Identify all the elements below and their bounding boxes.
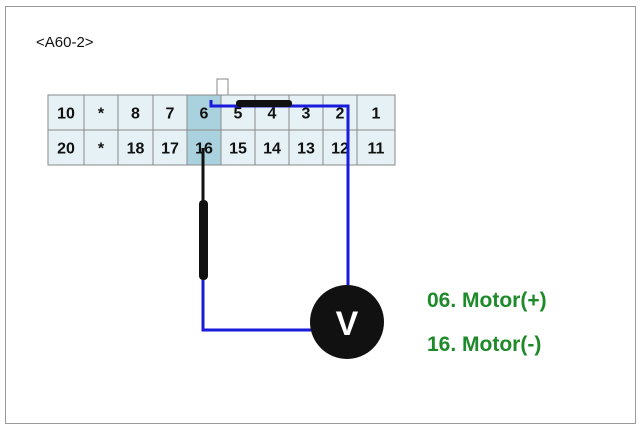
pin-label: * bbox=[98, 141, 105, 158]
pin-label: 20 bbox=[57, 141, 75, 158]
pin-label: 6 bbox=[200, 106, 209, 123]
pin-cell bbox=[356, 129, 396, 166]
negative-probe-body bbox=[199, 200, 208, 280]
pin-label: 10 bbox=[57, 106, 75, 123]
pin-label: 1 bbox=[372, 106, 381, 123]
pin-label: 15 bbox=[229, 141, 247, 158]
pin-cell bbox=[288, 94, 324, 131]
pin-cell bbox=[322, 94, 358, 131]
negative-wire-blue bbox=[201, 148, 312, 332]
pin-cell bbox=[152, 129, 188, 166]
voltmeter-symbol: V bbox=[336, 305, 359, 343]
diagram-frame bbox=[5, 6, 636, 424]
voltmeter-icon bbox=[310, 285, 384, 359]
legend-motor-positive: 06. Motor(+) bbox=[427, 289, 547, 312]
pin-label: 4 bbox=[268, 106, 277, 123]
pin-label: * bbox=[98, 106, 105, 123]
pin-label: 8 bbox=[131, 106, 140, 123]
connector-key-tab bbox=[216, 78, 229, 98]
pin-label: 13 bbox=[297, 141, 315, 158]
pin-cell bbox=[83, 129, 119, 166]
pin-label: 11 bbox=[368, 141, 385, 158]
pin-label: 2 bbox=[336, 106, 345, 123]
pin-cell bbox=[220, 129, 256, 166]
pin-cell bbox=[83, 94, 119, 131]
pin-label: 3 bbox=[302, 106, 311, 123]
pin-cell bbox=[322, 129, 358, 166]
pin-label: 12 bbox=[331, 141, 349, 158]
positive-probe-body bbox=[236, 100, 292, 107]
pin-label: 7 bbox=[166, 106, 175, 123]
pin-label: 18 bbox=[127, 141, 145, 158]
pin-label: 5 bbox=[234, 106, 243, 123]
pin-cell bbox=[254, 129, 290, 166]
pin-label: 14 bbox=[263, 141, 281, 158]
legend-motor-negative: 16. Motor(-) bbox=[427, 333, 542, 356]
connector-label: <A60-2> bbox=[36, 34, 94, 51]
pin-label: 17 bbox=[161, 141, 179, 158]
